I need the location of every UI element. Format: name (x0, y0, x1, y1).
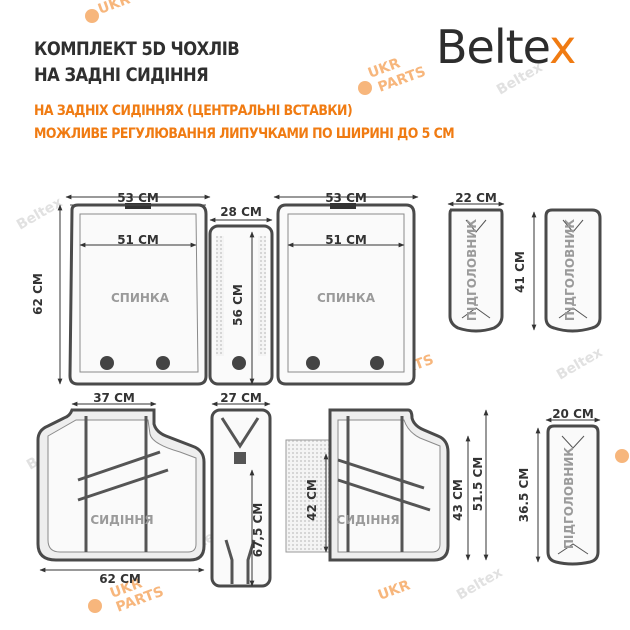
backrest-center-height: 56 СМ (231, 284, 245, 326)
backrest-left-top-width: 53 СМ (117, 191, 159, 205)
headrest-left: 22 СМ ПІДГОЛОВНИК (447, 191, 505, 333)
watermark-beltex: Beltex (454, 565, 505, 604)
gear-icon (88, 599, 102, 613)
headrest-small-width: 20 СМ (552, 407, 594, 421)
gear-icon (615, 449, 629, 463)
note-line-2: МОЖЛИВЕ РЕГУЛЮВАННЯ ЛИПУЧКАМИ ПО ШИРИНІ … (34, 126, 455, 142)
seat-right-outer-height: 51.5 СМ (471, 457, 485, 512)
backrest-right-label: СПИНКА (317, 291, 376, 305)
seat-right: 42 СМ 43 СМ 51.5 СМ СИДІННЯ (285, 408, 489, 562)
seat-center-height: 67,5 СМ (251, 503, 265, 558)
seat-center: 27 СМ 67,5 СМ (210, 391, 272, 588)
gear-icon (358, 81, 372, 95)
watermark-ukr: UKR (376, 577, 413, 603)
watermark-ukr: UKR (96, 0, 133, 18)
headrest-small-label: ПІДГОЛОВНИК (562, 447, 576, 549)
seat-right-label: СИДІННЯ (336, 513, 399, 527)
brand-logo: Beltex (436, 20, 576, 74)
watermark-beltex: Beltex (554, 345, 605, 384)
seat-center-width: 27 СМ (220, 391, 262, 405)
backrest-center: 28 СМ 56 СМ (208, 205, 274, 386)
watermark-beltex: Beltex (14, 195, 65, 234)
backrest-left-label: СПИНКА (111, 291, 170, 305)
seat-right-height: 43 СМ (451, 479, 465, 521)
headrest-right-label: ПІДГОЛОВНИК (563, 219, 577, 321)
title-line-1: КОМПЛЕКТ 5D ЧОХЛІВ (34, 38, 240, 60)
backrest-left-inner-width: 51 СМ (117, 233, 159, 247)
seat-left-bottom-width: 62 СМ (99, 572, 141, 586)
headrest-left-label: ПІДГОЛОВНИК (465, 219, 479, 321)
backrest-left-height: 62 СМ (31, 273, 45, 315)
seat-left: 37 СМ 62 СМ СИДІННЯ (36, 391, 206, 586)
backrest-right: 53 СМ 51 СМ СПИНКА (273, 191, 419, 386)
watermark-beltex: Beltex (494, 60, 545, 99)
gear-icon (85, 9, 99, 23)
title-line-2: НА ЗАДНІ СИДІННЯ (34, 64, 209, 86)
backrest-left: 53 СМ 51 СМ 62 СМ СПИНКА (31, 191, 211, 386)
backrest-center-width: 28 СМ (220, 205, 262, 219)
note-line-1: НА ЗАДНІХ СИДІННЯХ (ЦЕНТРАЛЬНІ ВСТАВКИ) (34, 103, 353, 119)
headrest-small: 20 СМ 36.5 СМ ПІДГОЛОВНИК (517, 407, 601, 566)
headrest-left-height: 41 СМ (513, 251, 527, 293)
headrest-small-height: 36.5 СМ (517, 468, 531, 523)
backrest-right-inner-width: 51 СМ (325, 233, 367, 247)
seat-left-top-width: 37 СМ (93, 391, 135, 405)
seat-left-label: СИДІННЯ (90, 513, 153, 527)
headrest-right: 41 СМ ПІДГОЛОВНИК (513, 208, 602, 333)
headrest-left-width: 22 СМ (455, 191, 497, 205)
seat-right-inner-height: 42 СМ (305, 479, 319, 521)
backrest-right-top-width: 53 СМ (325, 191, 367, 205)
